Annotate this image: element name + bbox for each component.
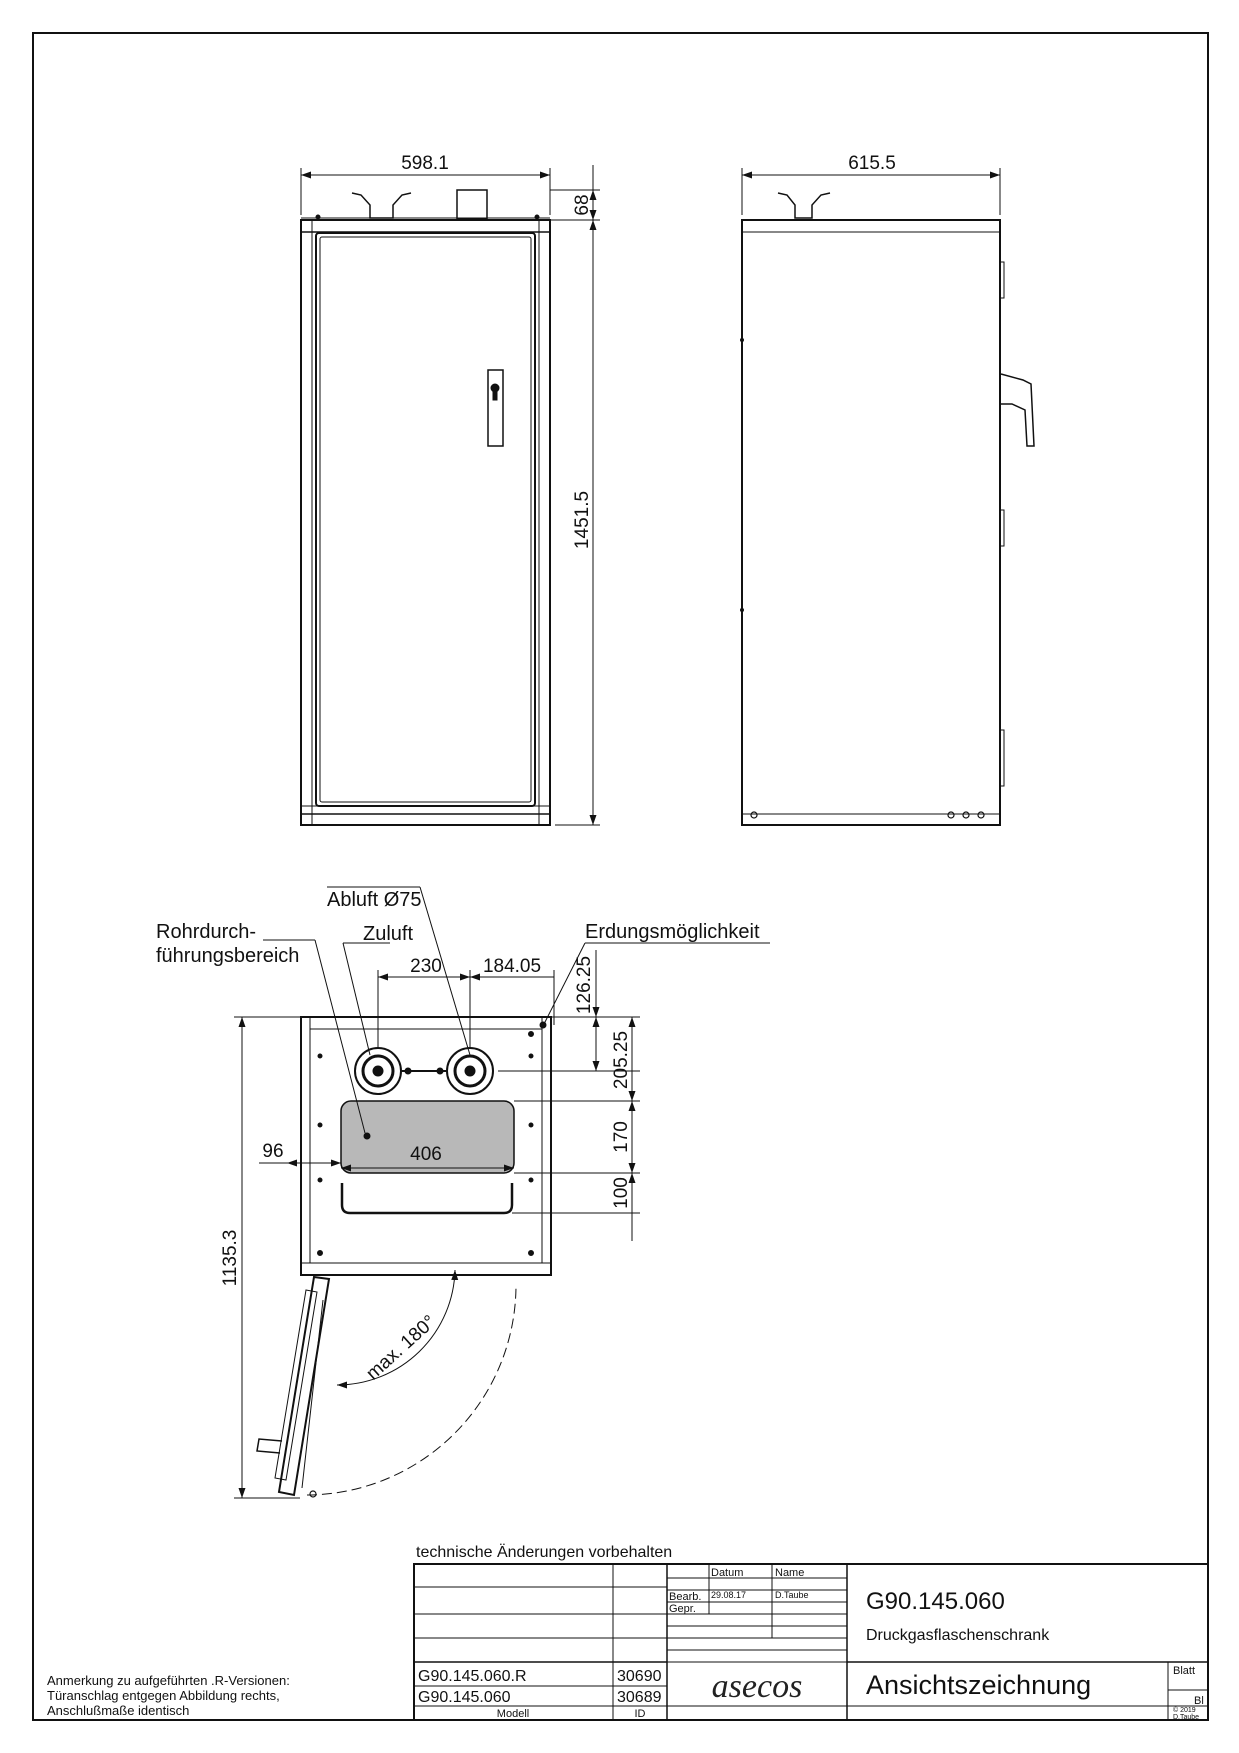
dim-1135: 1135.3 (220, 1230, 241, 1287)
model-2-name: G90.145.060 (418, 1689, 511, 1706)
model-1-name: G90.145.060.R (418, 1668, 527, 1685)
gepr-label: Gepr. (669, 1603, 696, 1615)
model-header: Modell (497, 1708, 529, 1720)
door-angle-label: max. 180° (362, 1311, 440, 1384)
top-view (256, 1016, 552, 1498)
door-swing-arc (306, 1284, 517, 1496)
model-2-id: 30689 (617, 1689, 662, 1706)
dim-100: 100 (611, 1177, 632, 1209)
dim-96: 96 (262, 1141, 283, 1162)
title-block (413, 1563, 1209, 1721)
bearb-name: D.Taube (775, 1590, 809, 1600)
remark-line2: Türanschlag entgegen Abbildung rechts, (47, 1688, 280, 1703)
front-door (315, 232, 536, 807)
header-name: Name (775, 1567, 804, 1579)
pipe-feedthrough-area (340, 1100, 515, 1174)
abluft-label: Abluft Ø75 (327, 889, 422, 911)
side-cabinet-body (741, 219, 1001, 826)
front-height-dim: 1451.5 (572, 491, 593, 549)
blatt-label: Blatt (1173, 1665, 1195, 1677)
header-datum: Datum (711, 1567, 743, 1579)
side-view (740, 192, 1035, 826)
sheet-border (32, 32, 1209, 1721)
bearb-date: 29.08.17 (711, 1590, 746, 1600)
dim-170: 170 (611, 1121, 632, 1153)
front-top-dim: 68 (572, 194, 593, 215)
exhaust-funnel (351, 192, 412, 219)
zuluft-label: Zuluft (363, 923, 413, 945)
front-view (300, 189, 551, 826)
side-handle (1000, 373, 1035, 447)
rohr-label-line1: Rohrdurch- (156, 921, 256, 943)
dim-126: 126.25 (574, 956, 595, 1014)
remark-line3: Anschlußmaße identisch (47, 1703, 189, 1718)
dim-184: 184.05 (483, 956, 541, 977)
open-door (277, 1275, 331, 1497)
id-header: ID (635, 1708, 646, 1720)
changes-note: technische Änderungen vorbehalten (416, 1543, 672, 1561)
model-1-id: 30690 (617, 1668, 662, 1685)
remark-line1: Anmerkung zu aufgeführten .R-Versionen: (47, 1673, 290, 1688)
open-door-handle (256, 1438, 283, 1454)
copyright-line2: D.Taube (1173, 1714, 1199, 1721)
drawing-number: G90.145.060 (866, 1588, 1005, 1615)
dim-205: 205.25 (611, 1031, 632, 1089)
erdung-label: Erdungsmöglichkeit (585, 921, 760, 943)
front-width-dim: 598.1 (401, 153, 449, 174)
front-dimensions (300, 165, 600, 826)
blatt-value: Bl (1194, 1695, 1204, 1707)
side-dimensions (741, 168, 1001, 215)
dim-230: 230 (410, 956, 442, 977)
copyright-line1: © 2019 (1173, 1706, 1196, 1714)
side-exhaust-funnel (777, 192, 831, 219)
dim-406: 406 (410, 1144, 442, 1165)
side-depth-dim: 615.5 (848, 153, 896, 174)
door-handle (487, 369, 504, 447)
top-view-dimensions (234, 886, 770, 1499)
rohr-label-line2: führungsbereich (156, 945, 299, 967)
product-name: Druckgasflaschenschrank (866, 1627, 1050, 1644)
drawing-title: Ansichtszeichnung (866, 1670, 1091, 1700)
bearb-label: Bearb. (669, 1591, 701, 1603)
front-cabinet-body (300, 219, 551, 826)
inlet-stub (456, 189, 488, 220)
asecos-logo: asecos (712, 1668, 803, 1705)
